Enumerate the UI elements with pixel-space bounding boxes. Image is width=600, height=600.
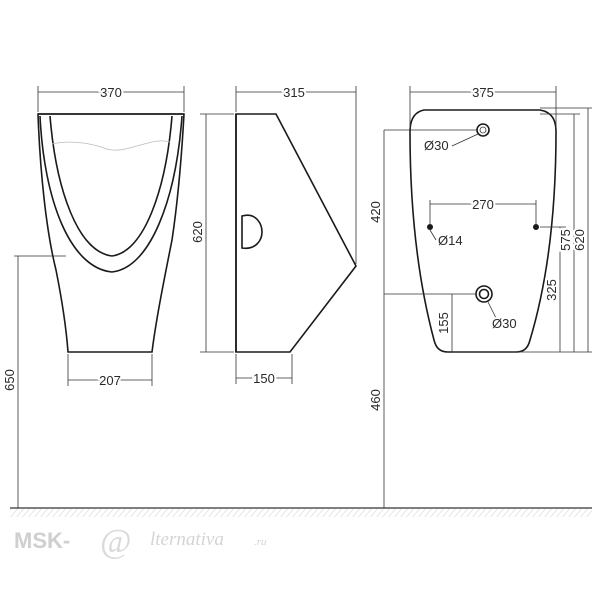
back-dim-270-label: 270 (472, 197, 494, 212)
back-dim-325-label: 325 (544, 279, 559, 301)
watermark: MSK- @ lternativa .ru (14, 523, 267, 560)
front-bowl-inner (49, 115, 173, 257)
side-view: 315 620 150 (188, 83, 357, 388)
back-hole-top-leader (451, 133, 479, 147)
back-hole-bottom-leader (487, 301, 497, 319)
back-dim-155-label: 155 (436, 312, 451, 334)
watermark-prefix: MSK- (14, 528, 70, 553)
back-hole-top-label: Ø30 (424, 138, 449, 153)
back-hole-small-right (533, 224, 539, 230)
front-bowl-outer (39, 115, 183, 273)
back-hole-bottom-label: Ø30 (492, 316, 517, 331)
back-hole-small-leader (429, 229, 437, 241)
front-water-line (51, 140, 171, 151)
side-dim-150-label: 150 (253, 371, 275, 386)
back-hole-top-inner (479, 126, 487, 134)
back-hole-bottom-inner (478, 288, 490, 300)
back-view: Ø30 Ø14 270 Ø30 375 420 460 (366, 83, 592, 508)
side-inlet-bump (241, 214, 263, 250)
front-dim-650-label: 650 (2, 369, 17, 391)
front-dim-370-label: 370 (100, 85, 122, 100)
floor-hatch (10, 509, 592, 517)
back-dim-420-label: 420 (368, 201, 383, 223)
floor (10, 507, 592, 517)
watermark-at: @ (100, 523, 131, 560)
watermark-domain: .ru (254, 536, 267, 548)
back-dim-620-label: 620 (572, 229, 587, 251)
side-dim-620-label: 620 (190, 221, 205, 243)
front-view: 370 207 650 (0, 83, 185, 508)
back-hole-bottom (475, 285, 493, 303)
front-dim-207-label: 207 (99, 373, 121, 388)
back-hole-small-left (427, 224, 433, 230)
back-dim-375-label: 375 (472, 85, 494, 100)
side-dim-315-label: 315 (283, 85, 305, 100)
back-dim-460-label: 460 (368, 389, 383, 411)
back-hole-top (476, 123, 490, 137)
back-dim-575-label: 575 (558, 229, 573, 251)
back-hole-small-label: Ø14 (438, 233, 463, 248)
front-body-outline (37, 113, 185, 353)
side-body-outline (235, 113, 357, 353)
watermark-suffix: lternativa (150, 529, 224, 550)
